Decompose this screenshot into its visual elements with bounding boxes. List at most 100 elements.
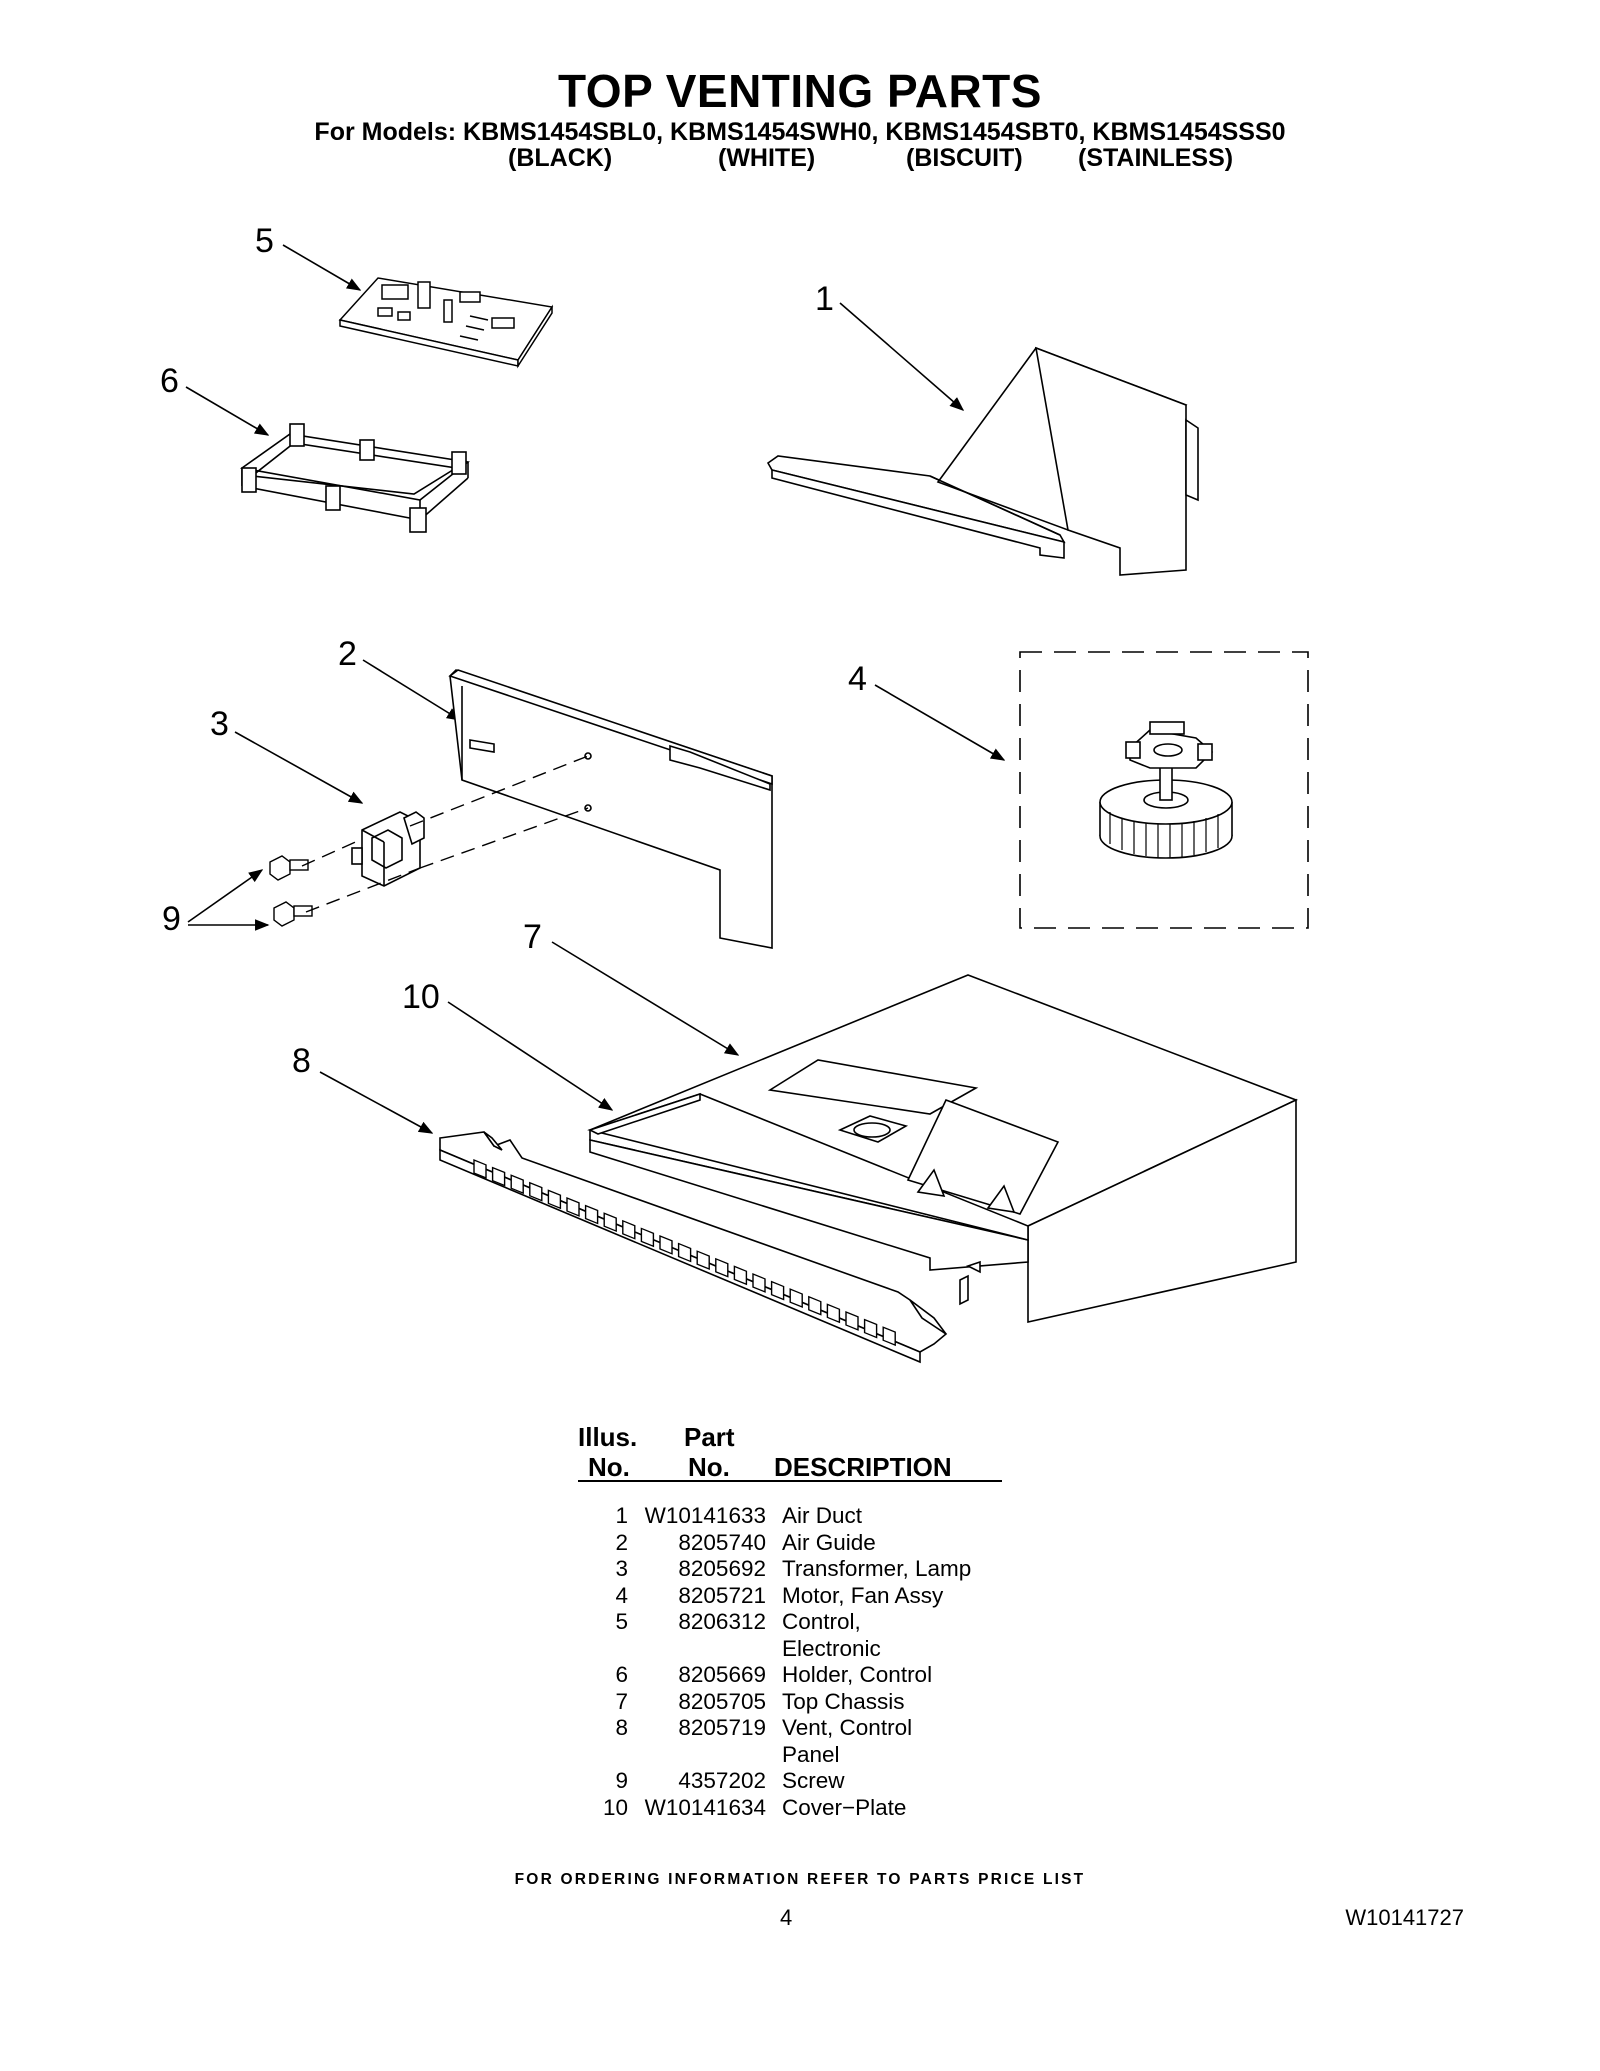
vent-slot — [863, 1318, 878, 1339]
part-description: Air Guide — [782, 1529, 876, 1555]
page-number: 4 — [780, 1905, 793, 1930]
header-illus-bottom: No. — [588, 1452, 630, 1482]
vent-slot — [789, 1288, 803, 1308]
part-number: W10141634 — [644, 1794, 766, 1820]
callout-8: 8 — [292, 1042, 311, 1080]
vent-slot — [808, 1295, 822, 1316]
page-title: TOP VENTING PARTS — [558, 65, 1042, 117]
vent-slot — [882, 1326, 896, 1347]
parts-row: 8 8205719 Vent, Control — [578, 1715, 1038, 1742]
illus-number: 7 — [615, 1688, 628, 1714]
header-illus-top: Illus. — [578, 1422, 638, 1452]
part-description: Electronic — [782, 1635, 881, 1661]
color-black: (BLACK) — [508, 144, 613, 172]
part-number: 8205719 — [678, 1715, 766, 1740]
part-description: Air Duct — [782, 1503, 863, 1528]
illus-number: 2 — [615, 1529, 628, 1555]
parts-row: 1 W10141633 Air Duct — [578, 1503, 1038, 1530]
parts-row: Panel — [578, 1742, 1038, 1769]
fan-motor-box — [1019, 651, 1309, 929]
header-part-top: Part — [684, 1422, 735, 1452]
callout-6: 6 — [160, 362, 179, 400]
assembly-lines — [301, 755, 589, 913]
vent-slot — [566, 1197, 580, 1217]
callout-2: 2 — [338, 635, 357, 673]
vent-slot — [733, 1265, 748, 1286]
color-biscuit: (BISCUIT) — [906, 144, 1023, 172]
vent-slot — [715, 1257, 729, 1278]
part-description: Top Chassis — [782, 1688, 905, 1714]
part-number: 8206312 — [678, 1609, 766, 1634]
illus-number — [578, 1636, 628, 1663]
header-rule — [578, 1480, 1002, 1482]
part-description: Vent, Control — [782, 1715, 913, 1740]
vent-slot — [473, 1159, 487, 1179]
fan-motor-assembly — [1099, 721, 1233, 859]
parts-row: 10 W10141634 Cover−Plate — [578, 1795, 1038, 1822]
part-number — [628, 1636, 782, 1663]
callout-1: 1 — [815, 280, 834, 318]
vent-slot — [547, 1189, 562, 1210]
callout-10: 10 — [402, 978, 440, 1016]
vent-slot — [770, 1280, 785, 1301]
vent-slot — [677, 1242, 692, 1263]
part-description: Cover−Plate — [782, 1794, 907, 1820]
parts-row: 9 4357202 Screw — [578, 1768, 1038, 1795]
part-description: Holder, Control — [782, 1662, 933, 1687]
electronic-control-board — [338, 277, 554, 369]
illus-number: 10 — [602, 1794, 628, 1820]
vent-slot — [640, 1227, 655, 1248]
vent-slot — [603, 1212, 617, 1233]
vent-slot — [510, 1174, 524, 1195]
color-stainless: (STAINLESS) — [1078, 144, 1234, 172]
part-number: 4357202 — [678, 1768, 766, 1793]
vent-slot — [696, 1250, 710, 1271]
illus-number: 8 — [615, 1715, 628, 1740]
lamp-transformer — [351, 811, 425, 887]
illus-number: 1 — [615, 1503, 628, 1528]
vent-slot — [529, 1181, 543, 1202]
header-description: DESCRIPTION — [774, 1452, 952, 1482]
illus-number: 3 — [615, 1556, 628, 1581]
callout-5: 5 — [255, 222, 274, 260]
part-number: 8205705 — [678, 1688, 766, 1714]
vent-slot — [845, 1311, 859, 1331]
control-holder — [239, 423, 470, 533]
air-duct — [766, 346, 1199, 576]
vent-slot — [622, 1219, 636, 1240]
callout-3: 3 — [210, 705, 229, 743]
parts-row: Electronic — [578, 1636, 1038, 1663]
air-guide — [448, 669, 773, 949]
vent-slot — [584, 1204, 599, 1225]
exploded-parts-diagram: 5 6 1 2 3 4 9 7 10 8 — [160, 222, 1309, 1364]
top-chassis — [587, 974, 1299, 1323]
parts-row: 7 8205705 Top Chassis — [578, 1689, 1038, 1716]
part-description: Control, — [782, 1609, 861, 1634]
callout-4: 4 — [848, 660, 867, 698]
callout-7: 7 — [523, 918, 542, 956]
illus-number — [578, 1742, 628, 1769]
part-number: 8205721 — [678, 1582, 766, 1608]
part-description: Panel — [782, 1741, 840, 1767]
vent-slot — [659, 1234, 673, 1255]
part-number: 8205740 — [678, 1529, 766, 1555]
illus-number: 6 — [615, 1662, 628, 1687]
leader-arrows — [185, 244, 1006, 1134]
part-number — [628, 1742, 782, 1769]
models-line: For Models: KBMS1454SBL0, KBMS1454SWH0, … — [314, 118, 1286, 146]
parts-row: 5 8206312 Control, — [578, 1609, 1038, 1636]
part-number: W10141633 — [644, 1503, 766, 1528]
vent-slot — [826, 1303, 841, 1324]
illus-number: 9 — [615, 1768, 628, 1793]
callout-9: 9 — [162, 900, 181, 938]
part-description: Screw — [782, 1768, 845, 1793]
illus-number: 5 — [615, 1609, 628, 1634]
illus-number: 4 — [615, 1582, 628, 1608]
ordering-note: FOR ORDERING INFORMATION REFER TO PARTS … — [514, 1871, 1086, 1888]
color-white: (WHITE) — [718, 144, 816, 172]
vent-slots — [473, 1159, 896, 1347]
